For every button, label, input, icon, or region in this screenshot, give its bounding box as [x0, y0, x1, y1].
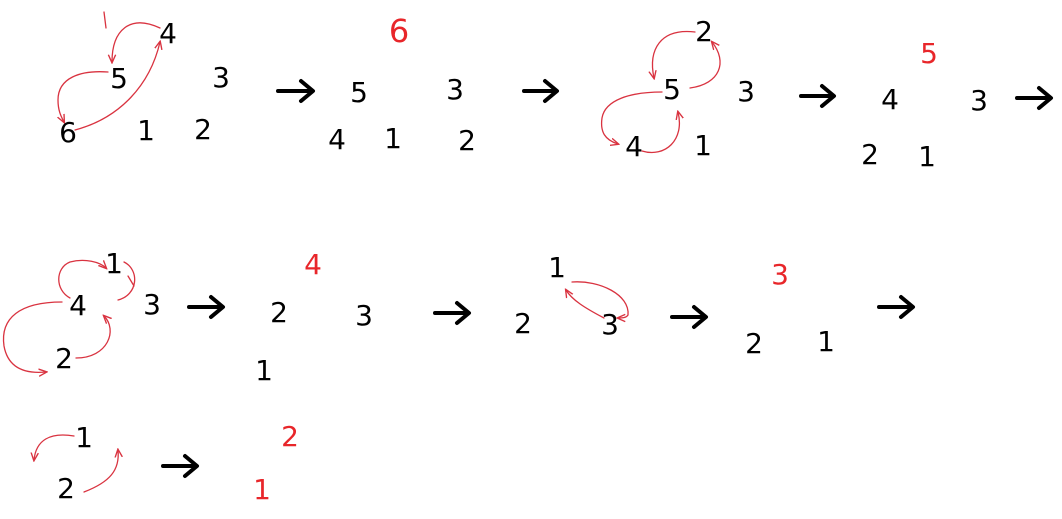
step-2-node-5: 5: [350, 76, 368, 109]
step-1-node-1: 1: [137, 114, 155, 147]
step-1-node-5: 5: [110, 62, 128, 95]
swap-tick: [103, 11, 107, 29]
step-6-removed: 4: [304, 248, 322, 281]
step-arrow-7: [670, 305, 708, 329]
swap-curve-3-to-1: [566, 290, 605, 319]
step-10-removed-first: 2: [281, 420, 299, 453]
step-8-node-1: 1: [817, 325, 835, 358]
step-1-node-6: 6: [59, 116, 77, 149]
step-4-removed: 5: [920, 37, 938, 70]
swap-curve-4-to-5: [641, 112, 679, 154]
step-3-node-2: 2: [695, 15, 713, 48]
step-2-node-4: 4: [328, 123, 346, 156]
swap-curve-5-to-6: [58, 71, 109, 122]
step-arrow-5: [187, 295, 225, 319]
step-arrow-3: [799, 84, 836, 108]
step-9-node-1: 1: [75, 421, 93, 454]
step-arrow-4: [1015, 86, 1053, 110]
step-8-removed: 3: [771, 258, 789, 291]
step-4-node-3: 3: [970, 84, 988, 117]
swap-curve-2-to-5-left: [653, 30, 696, 78]
swap-curve-2-to-1: [83, 450, 118, 493]
swap-curve-1-to-2: [34, 434, 75, 460]
step-4-node-4: 4: [881, 83, 899, 116]
swap-curve-1-to-4-right: [117, 261, 136, 301]
swap-curve-5-to-4: [600, 91, 663, 144]
step-2-node-1: 1: [384, 122, 402, 155]
step-8-node-2: 2: [745, 327, 763, 360]
step-arrow-2: [522, 79, 559, 103]
step-10-removed-second: 1: [253, 473, 271, 506]
step-3-node-1: 1: [694, 129, 712, 162]
step-1-node-2: 2: [194, 113, 212, 146]
step-arrow-6: [433, 301, 471, 325]
step-3-node-3: 3: [737, 75, 755, 108]
step-1-node-3: 3: [212, 61, 230, 94]
step-3-node-4: 4: [625, 130, 643, 163]
step-5-node-2: 2: [55, 342, 73, 375]
step-5-node-3: 3: [143, 288, 161, 321]
step-arrow-1: [276, 79, 315, 103]
step-arrow-8: [877, 295, 915, 319]
step-3-node-5: 5: [663, 73, 681, 106]
step-5-node-1: 1: [105, 247, 123, 280]
step-5-node-4: 4: [69, 289, 87, 322]
swap-curve-4-to-5: [112, 22, 161, 62]
step-7-node-1: 1: [548, 251, 566, 284]
step-6-node-2: 2: [270, 296, 288, 329]
swap-tick-right: [127, 275, 135, 287]
step-9-node-2: 2: [57, 472, 75, 505]
step-2-node-2: 2: [458, 124, 476, 157]
swap-curve-6-to-4: [74, 42, 160, 131]
step-6-node-3: 3: [355, 299, 373, 332]
step-7-node-3: 3: [601, 308, 619, 341]
step-arrow-9: [161, 454, 199, 478]
step-2-node-3: 3: [446, 73, 464, 106]
step-4-node-1: 1: [918, 140, 936, 173]
step-4-node-2: 2: [861, 138, 879, 171]
step-1-node-4: 4: [159, 17, 177, 50]
swap-curve-4-to-1-left: [58, 259, 106, 299]
swap-curve-4-to-2: [2, 301, 63, 372]
swap-curve-2-to-4: [75, 316, 110, 359]
step-6-node-1: 1: [255, 354, 273, 387]
swap-curve-5-to-2-right: [689, 42, 721, 89]
step-7-node-2: 2: [514, 307, 532, 340]
step-2-removed: 6: [388, 12, 410, 50]
swap-curve-1-to-3: [571, 281, 629, 318]
